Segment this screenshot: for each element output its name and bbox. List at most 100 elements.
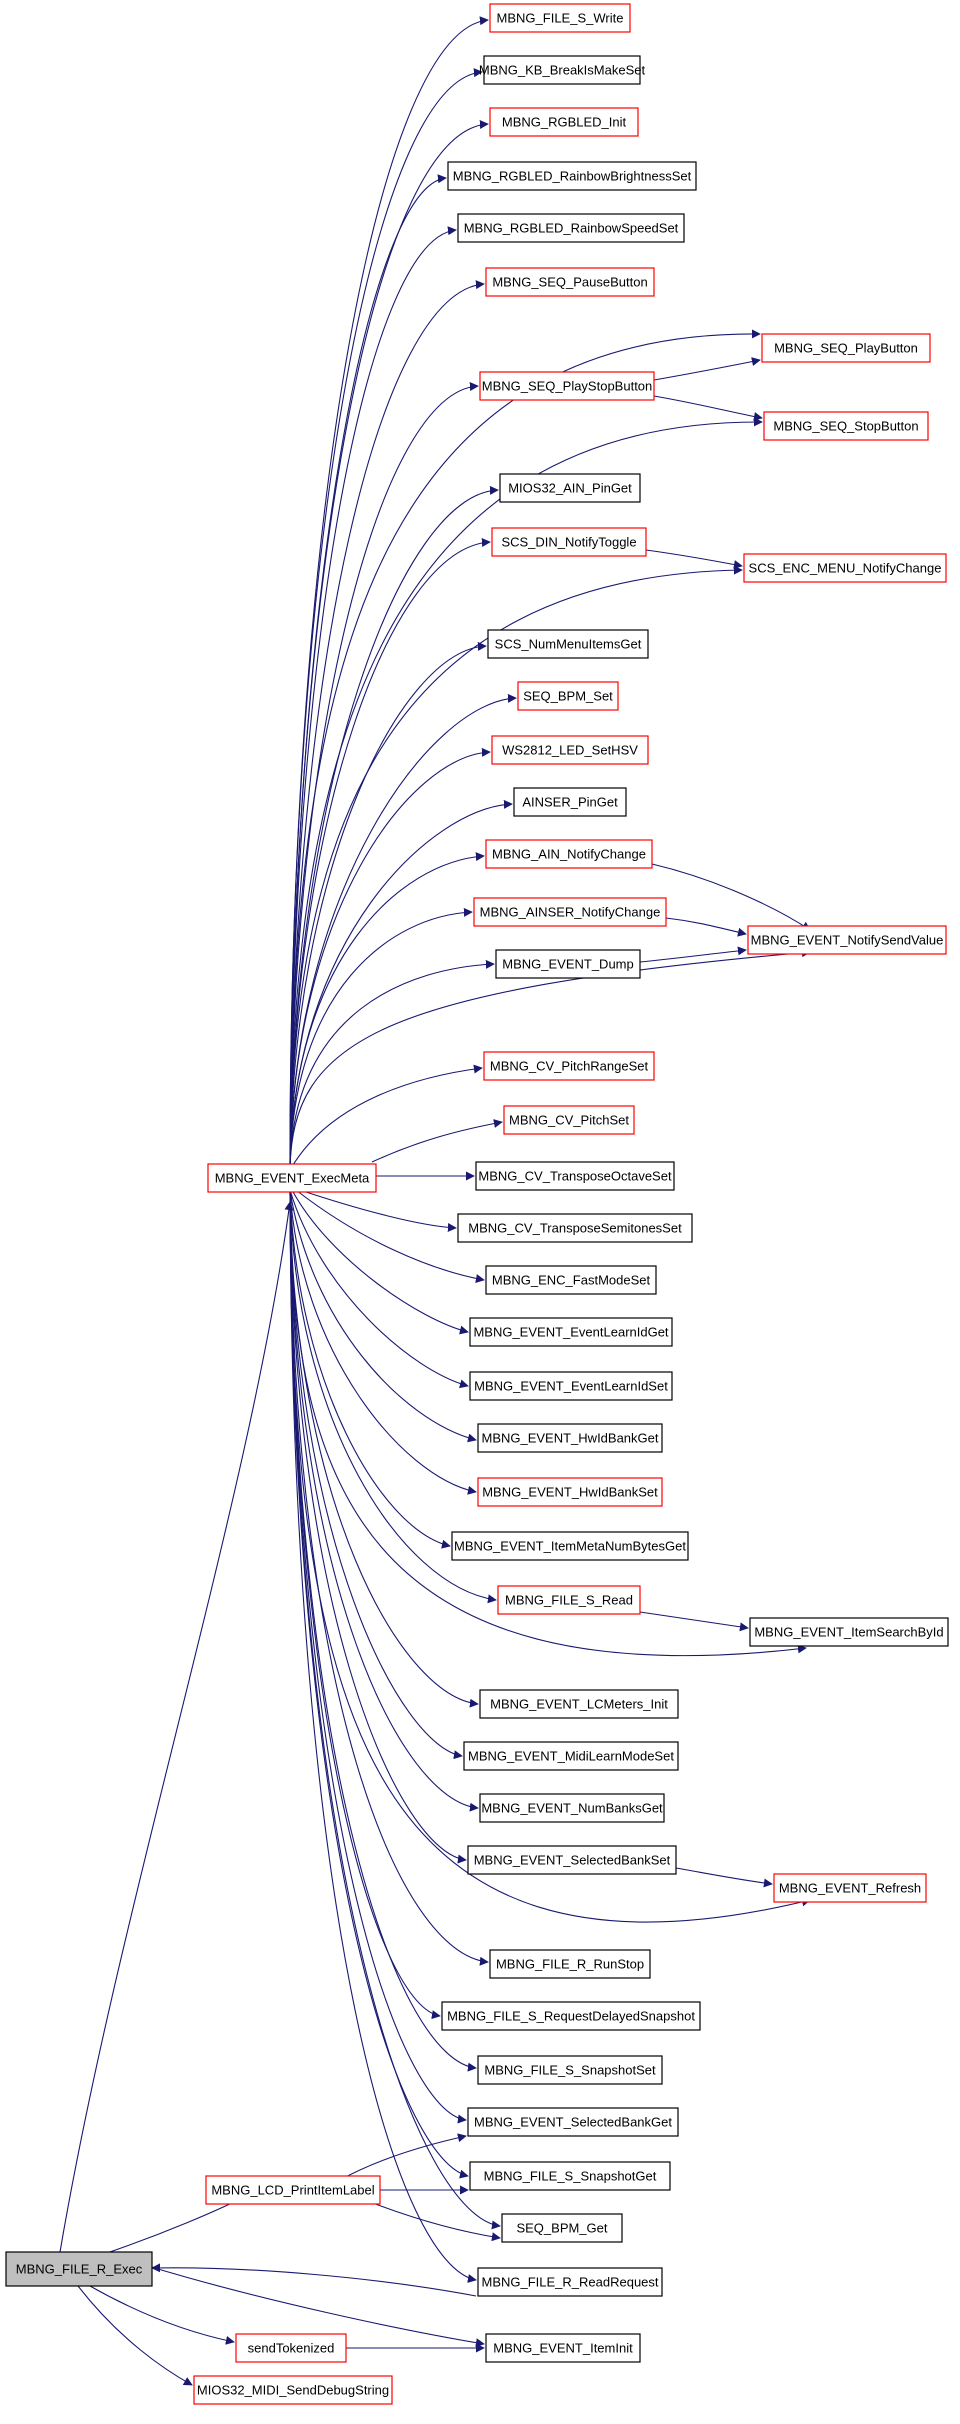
node-box-hwid-get: [477, 1423, 663, 1453]
node-cv-transoct[interactable]: MBNG_CV_TransposeOctaveSet: [475, 1161, 675, 1191]
node-rgbled-bright[interactable]: MBNG_RGBLED_RainbowBrightnessSet: [447, 161, 697, 191]
node-box-cv-pitchrange: [483, 1051, 655, 1081]
edge-execmeta-to-kbbreak: [289, 68, 483, 1171]
node-lcd-print[interactable]: MBNG_LCD_PrintItemLabel: [205, 2175, 381, 2205]
node-box-seq-play: [761, 333, 931, 363]
node-learn-set[interactable]: MBNG_EVENT_EventLearnIdSet: [469, 1371, 673, 1401]
node-mios32-ain[interactable]: MIOS32_AIN_PinGet: [499, 473, 641, 503]
node-label-req-snap: MBNG_FILE_S_RequestDelayedSnapshot: [447, 2009, 695, 2024]
node-refresh[interactable]: MBNG_EVENT_Refresh: [773, 1873, 927, 1903]
node-enc-fast[interactable]: MBNG_ENC_FastModeSet: [485, 1265, 657, 1295]
node-lcmeters[interactable]: MBNG_EVENT_LCMeters_Init: [479, 1689, 679, 1719]
node-box-snap-set: [477, 2055, 663, 2085]
node-ws2812[interactable]: WS2812_LED_SetHSV: [491, 735, 649, 765]
node-learn-get[interactable]: MBNG_EVENT_EventLearnIdGet: [469, 1317, 673, 1347]
node-meta-num[interactable]: MBNG_EVENT_ItemMetaNumBytesGet: [451, 1531, 689, 1561]
node-mios32-debug[interactable]: MIOS32_MIDI_SendDebugString: [193, 2375, 393, 2405]
edge-ainsernotify-to-notifysend: [665, 917, 747, 937]
node-label-meta-num: MBNG_EVENT_ItemMetaNumBytesGet: [454, 1539, 686, 1554]
node-selbank-get[interactable]: MBNG_EVENT_SelectedBankGet: [467, 2107, 679, 2137]
node-ainser-pin[interactable]: AINSER_PinGet: [513, 787, 627, 817]
edge-execmeta-to-lcmeters: [289, 1189, 479, 1708]
node-label-seq-pause: MBNG_SEQ_PauseButton: [492, 275, 647, 290]
edge-ainnotify-to-notifysend: [651, 863, 811, 931]
node-file-s-write[interactable]: MBNG_FILE_S_Write: [489, 3, 631, 33]
node-label-lcd-print: MBNG_LCD_PrintItemLabel: [211, 2183, 374, 2198]
node-box-lcmeters: [479, 1689, 679, 1719]
node-box-mios32-ain: [499, 473, 641, 503]
node-root[interactable]: MBNG_FILE_R_Exec: [5, 2251, 153, 2287]
edge-execmeta-to-cvtranssemi: [299, 1189, 457, 1233]
node-midilearn[interactable]: MBNG_EVENT_MidiLearnModeSet: [463, 1741, 679, 1771]
node-selbank-set[interactable]: MBNG_EVENT_SelectedBankSet: [467, 1845, 677, 1875]
node-box-rgbled-speed: [457, 213, 685, 243]
node-ainser-notify[interactable]: MBNG_AINSER_NotifyChange: [473, 897, 667, 927]
node-rgbled-speed[interactable]: MBNG_RGBLED_RainbowSpeedSet: [457, 213, 685, 243]
node-item-init[interactable]: MBNG_EVENT_ItemInit: [485, 2333, 641, 2363]
node-scs-enc[interactable]: SCS_ENC_MENU_NotifyChange: [743, 553, 947, 583]
node-box-numbanks: [479, 1793, 665, 1823]
node-rgbled-init[interactable]: MBNG_RGBLED_Init: [489, 107, 639, 137]
node-label-exec-meta: MBNG_EVENT_ExecMeta: [215, 1171, 370, 1186]
node-file-s-read[interactable]: MBNG_FILE_S_Read: [497, 1585, 641, 1615]
edge-execmeta-to-snapget: [289, 1189, 469, 2179]
edge-execmeta-to-rgbledspeed: [289, 226, 457, 1171]
edge-execmeta-to-ainsernotify: [289, 907, 473, 1171]
node-seq-pause[interactable]: MBNG_SEQ_PauseButton: [485, 267, 655, 297]
node-hwid-get[interactable]: MBNG_EVENT_HwIdBankGet: [477, 1423, 663, 1453]
node-req-snap[interactable]: MBNG_FILE_S_RequestDelayedSnapshot: [441, 2001, 701, 2031]
node-snap-get[interactable]: MBNG_FILE_S_SnapshotGet: [469, 2161, 671, 2191]
node-seq-play[interactable]: MBNG_SEQ_PlayButton: [761, 333, 931, 363]
node-hwid-set[interactable]: MBNG_EVENT_HwIdBankSet: [477, 1477, 663, 1507]
node-bpm-get[interactable]: SEQ_BPM_Get: [501, 2213, 623, 2243]
node-label-seq-playstop: MBNG_SEQ_PlayStopButton: [482, 379, 653, 394]
edge-seqplaystop-to-seqplay: [653, 357, 761, 381]
edge-execmeta-to-scsenc: [289, 565, 743, 1171]
node-label-file-s-read: MBNG_FILE_S_Read: [505, 1593, 633, 1608]
node-box-lcd-print: [205, 2175, 381, 2205]
node-send-tokenized[interactable]: sendTokenized: [235, 2333, 347, 2363]
node-box-event-dump: [495, 949, 641, 979]
node-seq-playstop[interactable]: MBNG_SEQ_PlayStopButton: [479, 371, 655, 401]
node-read-req[interactable]: MBNG_FILE_R_ReadRequest: [477, 2267, 663, 2297]
node-label-rgbled-bright: MBNG_RGBLED_RainbowBrightnessSet: [453, 169, 692, 184]
node-notify-send[interactable]: MBNG_EVENT_NotifySendValue: [747, 925, 947, 955]
node-seq-stop[interactable]: MBNG_SEQ_StopButton: [763, 411, 929, 441]
edge-execmeta-to-snapset: [289, 1189, 477, 2072]
edge-execmeta-to-midilearn: [289, 1189, 463, 1760]
node-kb-break[interactable]: MBNG_KB_BreakIsMakeSet: [479, 55, 646, 85]
node-numbanks[interactable]: MBNG_EVENT_NumBanksGet: [479, 1793, 665, 1823]
edge-execmeta-to-rgbledbright: [289, 174, 447, 1171]
node-box-mios32-debug: [193, 2375, 393, 2405]
node-cv-transsemi[interactable]: MBNG_CV_TransposeSemitonesSet: [457, 1213, 693, 1243]
node-scs-num[interactable]: SCS_NumMenuItemsGet: [487, 629, 649, 659]
node-item-search[interactable]: MBNG_EVENT_ItemSearchById: [749, 1617, 949, 1647]
edge-execmeta-to-cvpitchrange: [289, 1064, 483, 1171]
node-box-ainser-pin: [513, 787, 627, 817]
node-exec-meta[interactable]: MBNG_EVENT_ExecMeta: [207, 1163, 377, 1193]
node-box-rgbled-bright: [447, 161, 697, 191]
node-label-cv-transoct: MBNG_CV_TransposeOctaveSet: [478, 1169, 672, 1184]
node-box-root: [5, 2251, 153, 2287]
node-cv-pitchrange[interactable]: MBNG_CV_PitchRangeSet: [483, 1051, 655, 1081]
node-box-read-req: [477, 2267, 663, 2297]
node-box-meta-num: [451, 1531, 689, 1561]
node-label-item-search: MBNG_EVENT_ItemSearchById: [754, 1625, 943, 1640]
call-edges: [59, 16, 811, 2386]
edge-execmeta-to-notifysend: [289, 948, 811, 1171]
node-event-dump[interactable]: MBNG_EVENT_Dump: [495, 949, 641, 979]
edge-execmeta-to-hwidget: [289, 1189, 477, 1443]
node-label-seq-stop: MBNG_SEQ_StopButton: [773, 419, 918, 434]
node-box-send-tokenized: [235, 2333, 347, 2363]
node-cv-pitch[interactable]: MBNG_CV_PitchSet: [503, 1105, 635, 1135]
node-runstop[interactable]: MBNG_FILE_R_RunStop: [489, 1949, 651, 1979]
node-label-ain-notify: MBNG_AIN_NotifyChange: [492, 847, 646, 862]
node-ain-notify[interactable]: MBNG_AIN_NotifyChange: [485, 839, 653, 869]
node-box-seq-playstop: [479, 371, 655, 401]
node-snap-set[interactable]: MBNG_FILE_S_SnapshotSet: [477, 2055, 663, 2085]
node-scs-din[interactable]: SCS_DIN_NotifyToggle: [491, 527, 647, 557]
node-box-kb-break: [483, 55, 641, 85]
node-label-scs-din: SCS_DIN_NotifyToggle: [501, 535, 636, 550]
node-seq-bpm-set[interactable]: SEQ_BPM_Set: [517, 681, 619, 711]
